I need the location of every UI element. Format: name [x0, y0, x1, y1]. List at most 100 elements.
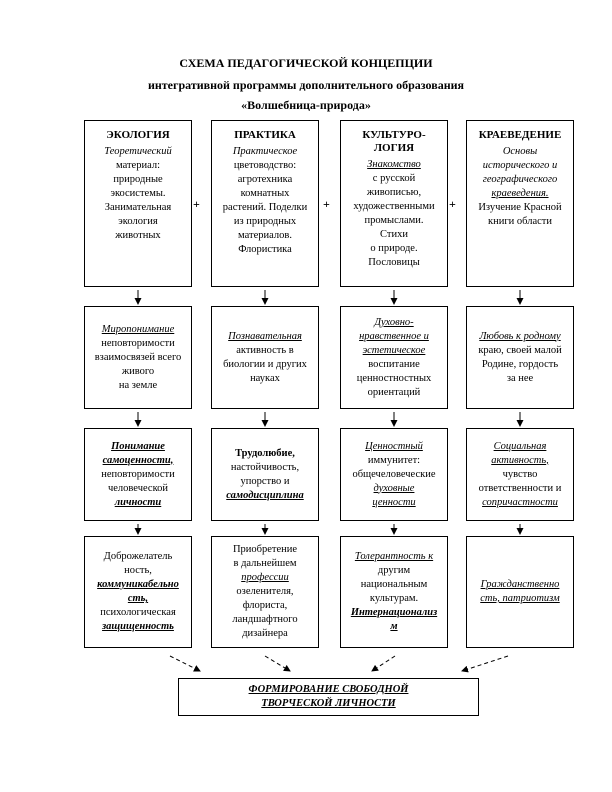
box-text-line: Ценностный [365, 440, 423, 452]
box-text-line: неповторимости [101, 337, 175, 349]
box-text-line: из природных [233, 216, 297, 227]
title-line-1: СХЕМА ПЕДАГОГИЧЕСКОЙ КОНЦЕПЦИИ [179, 56, 433, 70]
box-text-line: коммуникабельно [97, 579, 179, 590]
box-text-line: ценности [372, 496, 416, 508]
box-text-line: воспитание [368, 358, 420, 370]
box-text-line: самодисциплина [226, 489, 304, 501]
box-text-line: настойчивость, [230, 461, 300, 473]
col-heading-line: КУЛЬТУРО- [362, 129, 426, 141]
box-text-line: географического [482, 174, 558, 185]
box-text-line: активность в [236, 344, 294, 356]
box-text-line: материал: [116, 160, 160, 171]
box-text-line: Любовь к родному [479, 330, 561, 342]
box-text-line: Доброжелатель [103, 551, 173, 562]
plus-sign-2: + [323, 197, 330, 211]
box-text-line: сть, [127, 593, 149, 604]
box-text-line: профессии [241, 572, 289, 583]
final-line-2: ТВОРЧЕСКОЙ ЛИЧНОСТИ [261, 698, 396, 709]
box-text-line: ориентаций [367, 386, 421, 398]
box-text-line: ответственности и [478, 482, 562, 494]
box-text-line: живописью, [366, 187, 422, 198]
box-text-line: живого [121, 365, 155, 377]
box-text-line: науках [250, 372, 280, 384]
box-text-line: общечеловеческие [352, 468, 436, 480]
box-text-line: с русской [372, 173, 416, 184]
col-heading-line: КРАЕВЕДЕНИЕ [478, 129, 562, 141]
box-text-line: национальным [360, 579, 428, 590]
box-text-line: Флористика [238, 244, 292, 255]
box-text-line: человеческой [107, 482, 169, 494]
col-heading-line: ПРАКТИКА [234, 129, 296, 141]
box-text-line: краеведения. [491, 188, 549, 199]
col-4-box-1: КРАЕВЕДЕНИЕ Основы исторического и географи… [466, 120, 574, 287]
box-text-line: духовные [373, 482, 415, 494]
box-text-line: сопричастности [482, 496, 558, 508]
box-text-line: Теоретический [104, 146, 172, 157]
box-text-line: материалов. [238, 230, 292, 241]
title-line-3: «Волшебница-природа» [241, 98, 371, 112]
box-text-line: другим [377, 565, 411, 576]
box-text-line: Трудолюбие, [235, 447, 295, 459]
box-text-line: агротехника [237, 174, 293, 185]
box-text-line: иммунитет: [367, 454, 421, 466]
box-text-line: Стихи [380, 229, 408, 240]
box-text-line: ность, [124, 565, 152, 576]
box-text-line: растений. Поделки [222, 202, 308, 213]
box-text-line: Понимание [111, 440, 165, 452]
box-text-line: на земле [118, 379, 158, 391]
col-1-box-4: Доброжелатель ность, коммуникабельно сть, пс… [84, 536, 192, 648]
box-text-line: Пословицы [368, 257, 420, 268]
converge-arrow-2 [264, 655, 291, 672]
box-text-line: природные [113, 174, 163, 185]
box-text-line: ландшафтного [232, 614, 298, 625]
box-text-line: психологическая [100, 607, 176, 618]
col-heading-line: ЛОГИЯ [373, 142, 415, 154]
box-text-line: упорство и [240, 475, 290, 487]
box-text-line: Приобретение [232, 544, 298, 555]
box-text-line: экология [118, 216, 158, 227]
box-text-line: Духовно- [374, 316, 414, 328]
box-text-line: флориста, [242, 600, 288, 611]
box-text-line: Интернационализ [350, 607, 438, 618]
box-text-line: биологии и других [223, 358, 307, 370]
box-text-line: комнатных [240, 188, 290, 199]
title-line-2: интегративной программы дополнительного … [147, 78, 465, 92]
box-text-line: за нее [506, 372, 534, 384]
final-line-1: ФОРМИРОВАНИЕ СВОБОДНОЙ [248, 684, 409, 695]
box-text-line: цветоводство: [233, 160, 297, 171]
box-text-line: о природе. [370, 243, 418, 254]
box-text-line: Изучение Красной [478, 202, 562, 213]
box-text-line: неповторимости [101, 468, 175, 480]
box-text-line: книги области [488, 216, 552, 227]
col-heading-line: ЭКОЛОГИЯ [106, 129, 170, 141]
final-goal-box: ФОРМИРОВАНИЕ СВОБОДНОЙ ТВОРЧЕСКОЙ ЛИЧНОС… [178, 678, 479, 716]
converge-arrow-3 [371, 655, 396, 672]
converge-arrow-4 [461, 655, 509, 673]
box-text-line: сть, патриотизм [480, 593, 560, 604]
col-2-heading: ПРАКТИКА [234, 129, 296, 142]
box-text-line: экосистемы. [110, 188, 166, 199]
box-text-line: м [390, 621, 398, 632]
box-text-line: культурам. [369, 593, 419, 604]
box-text-line: защищенность [102, 621, 174, 632]
box-text-line: Основы [502, 146, 538, 157]
box-text-line: Практическое [232, 146, 298, 157]
col-3-heading: КУЛЬТУРО-ЛОГИЯ [362, 129, 425, 155]
col-3-box-3: Ценностный иммунитет: общечеловеческие духо… [340, 428, 448, 521]
box-text-line: чувство [502, 468, 538, 480]
box-text-line: исторического и [482, 160, 558, 171]
plus-sign-3: + [449, 197, 456, 211]
box-text-line: личности [114, 496, 162, 508]
col-2-box-1: ПРАКТИКА Практическое цветоводство: агротех… [211, 120, 319, 287]
col-2-box-3: Трудолюбие, настойчивость, упорство и самод… [211, 428, 319, 521]
box-text-line: нравственное и [359, 330, 429, 342]
